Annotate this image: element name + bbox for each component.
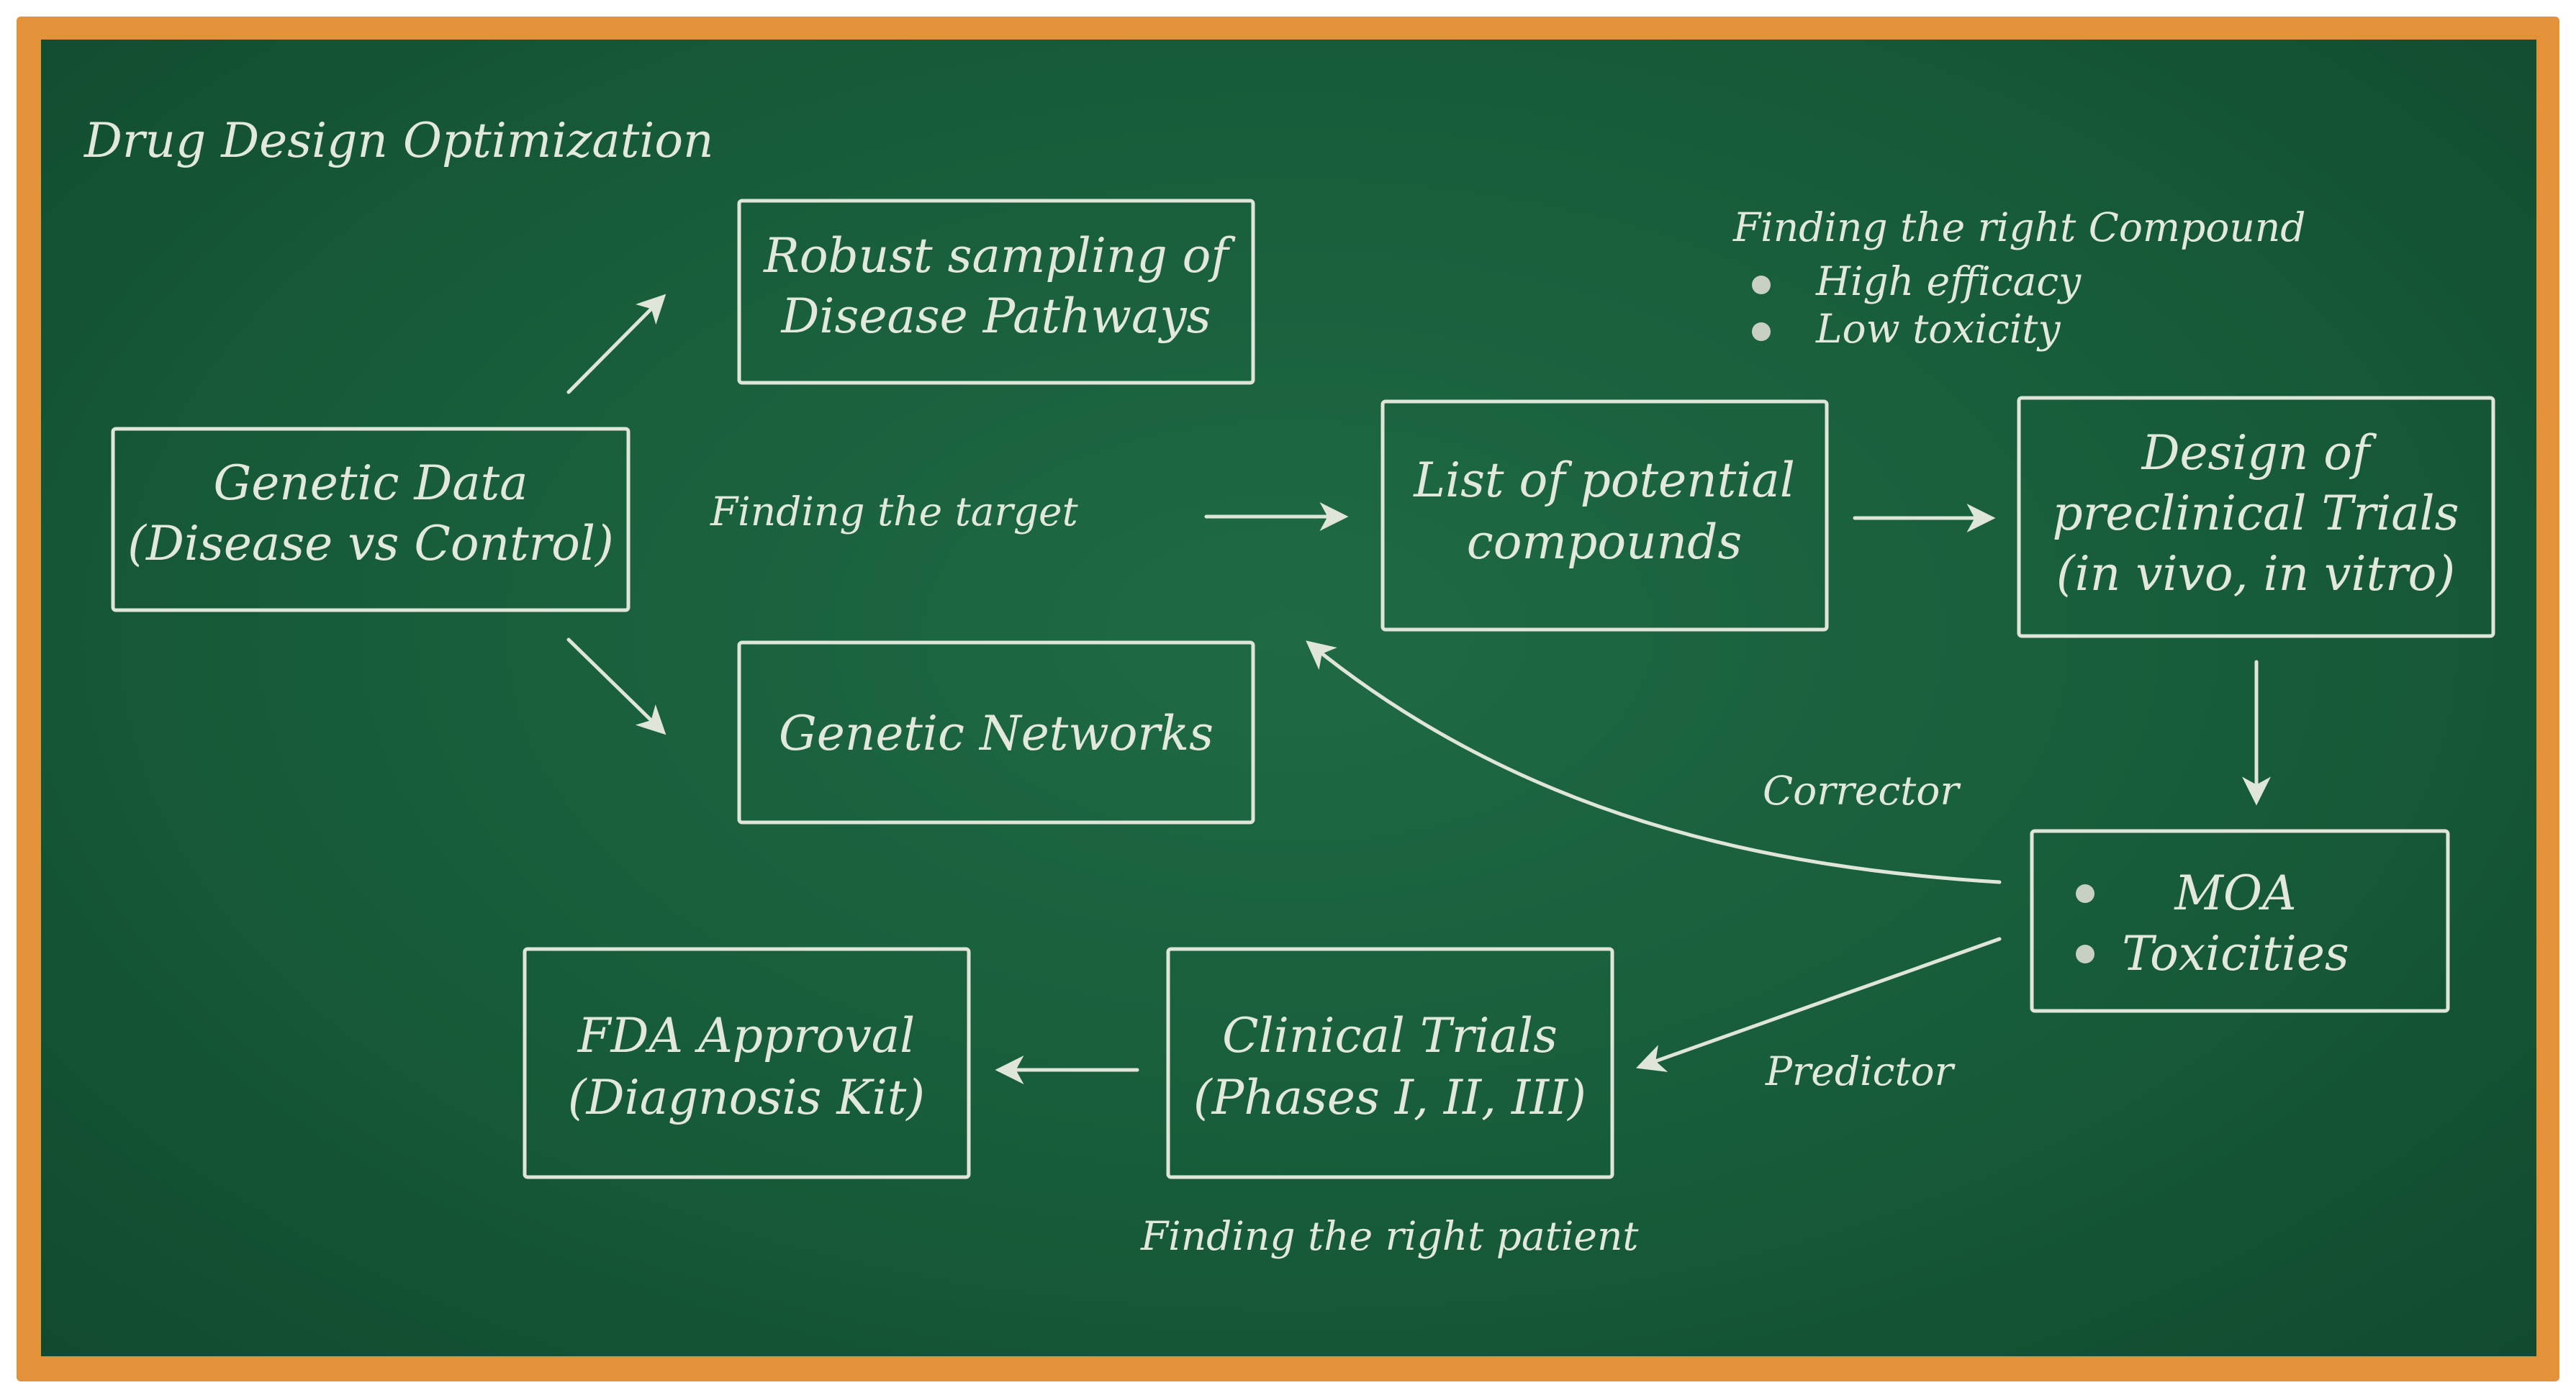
clinical-trials-line2: (Phases I, II, III) bbox=[1193, 1070, 1586, 1125]
compounds-box bbox=[1380, 399, 1829, 632]
node-compounds: List of potential compounds bbox=[1380, 399, 1829, 632]
arrow-genetic-data-to-sampling bbox=[566, 294, 666, 394]
moa-bullet-icon bbox=[2076, 884, 2094, 903]
clinical-trials-line1: Clinical Trials bbox=[1222, 1008, 1558, 1063]
preclinical-line1: Design of bbox=[2141, 425, 2377, 481]
node-preclinical-trials: Design of preclinical Trials (in vivo, i… bbox=[2017, 396, 2495, 638]
genetic-data-title: Genetic Data bbox=[213, 455, 528, 511]
node-robust-sampling: Robust sampling of Disease Pathways bbox=[737, 199, 1255, 385]
robust-sampling-line1: Robust sampling of bbox=[763, 228, 1236, 283]
robust-sampling-line2: Disease Pathways bbox=[780, 289, 1211, 344]
finding-target-label: Finding the target bbox=[710, 489, 1079, 535]
node-clinical-trials: Clinical Trials (Phases I, II, III) bbox=[1166, 947, 1614, 1179]
finding-compound-label: Finding the right Compound bbox=[1732, 204, 2305, 250]
diagram-title: Drug Design Optimization bbox=[83, 113, 714, 168]
finding-patient-label: Finding the right patient bbox=[1140, 1213, 1639, 1259]
compounds-line1: List of potential bbox=[1413, 453, 1795, 508]
toxicities-item: Toxicities bbox=[2122, 926, 2349, 981]
preclinical-line2: preclinical Trials bbox=[2052, 486, 2459, 541]
high-efficacy-bullet-icon bbox=[1752, 276, 1771, 294]
moa-item: MOA bbox=[2174, 866, 2296, 921]
corrector-label: Corrector bbox=[1763, 768, 1961, 814]
clinical-trials-box bbox=[1166, 947, 1614, 1179]
compounds-line2: compounds bbox=[1467, 514, 1742, 570]
node-genetic-networks: Genetic Networks bbox=[737, 640, 1255, 825]
genetic-networks-box bbox=[737, 640, 1255, 825]
genetic-data-subtitle: (Disease vs Control) bbox=[127, 516, 614, 571]
chalkboard-surface bbox=[41, 40, 2536, 1356]
low-toxicity-bullet-icon bbox=[1752, 322, 1771, 341]
genetic-data-box bbox=[111, 427, 631, 612]
arrow-corrector-to-compounds bbox=[1306, 640, 2002, 884]
node-genetic-data: Genetic Data (Disease vs Control) bbox=[111, 427, 631, 612]
moa-box bbox=[2030, 829, 2450, 1013]
arrow-predictor-to-clinical bbox=[1635, 937, 2002, 1072]
fda-approval-box bbox=[523, 947, 971, 1179]
high-efficacy-label: High efficacy bbox=[1815, 258, 2082, 304]
fda-approval-line1: FDA Approval bbox=[577, 1008, 916, 1063]
low-toxicity-label: Low toxicity bbox=[1815, 306, 2061, 352]
robust-sampling-box bbox=[737, 199, 1255, 385]
arrow-genetic-data-to-networks bbox=[566, 637, 666, 735]
predictor-label: Predictor bbox=[1765, 1048, 1956, 1094]
fda-approval-line2: (Diagnosis Kit) bbox=[568, 1070, 925, 1125]
node-moa-toxicities: MOA Toxicities bbox=[2030, 829, 2450, 1013]
preclinical-line3: (in vivo, in vitro) bbox=[2056, 546, 2455, 602]
node-fda-approval: FDA Approval (Diagnosis Kit) bbox=[523, 947, 971, 1179]
toxicities-bullet-icon bbox=[2076, 945, 2094, 963]
preclinical-box bbox=[2017, 396, 2495, 638]
genetic-networks-label: Genetic Networks bbox=[779, 706, 1214, 761]
